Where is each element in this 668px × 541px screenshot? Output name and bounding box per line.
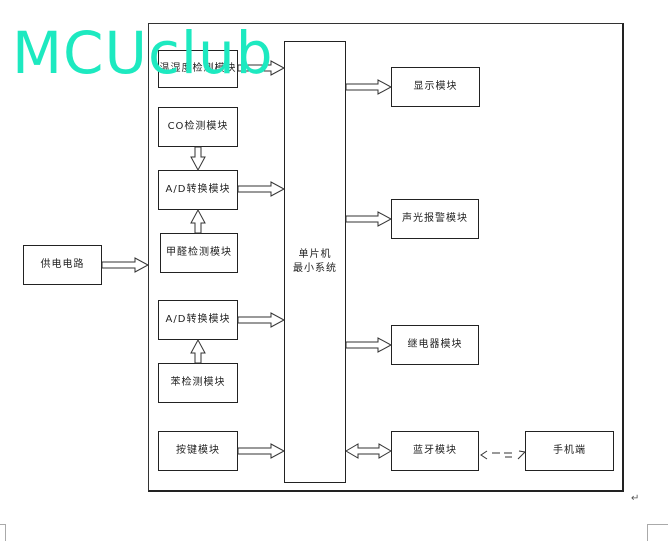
power-supply-circuit-label: 供电电路 xyxy=(40,259,85,270)
formaldehyde-detect-module-label: 甲醛检测模块 xyxy=(166,247,232,258)
benzene-detect-module: 苯检测模块 xyxy=(158,363,238,403)
bluetooth-module-label: 蓝牙模块 xyxy=(413,445,457,456)
arrow-power-to-mcu xyxy=(101,257,150,273)
relay-module-label: 继电器模块 xyxy=(407,339,463,350)
keypad-module-label: 按键模块 xyxy=(176,445,220,456)
page-corner-mark-right xyxy=(647,524,668,541)
ad-convert-module-1-label: A/D转换模块 xyxy=(165,184,231,195)
mcu-minimum-system: 单片机 最小系统 xyxy=(284,41,346,483)
keypad-module: 按键模块 xyxy=(158,431,238,471)
mcu-label-line2: 最小系统 xyxy=(293,263,337,274)
co-detect-module-label: CO检测模块 xyxy=(167,121,229,132)
bluetooth-module: 蓝牙模块 xyxy=(391,431,479,471)
ad-convert-module-2: A/D转换模块 xyxy=(158,300,238,340)
display-module-label: 显示模块 xyxy=(413,81,458,92)
phone-terminal-label: 手机端 xyxy=(553,445,586,456)
phone-terminal: 手机端 xyxy=(525,431,614,471)
alarm-module-label: 声光报警模块 xyxy=(402,213,468,224)
ad-convert-module-1: A/D转换模块 xyxy=(158,170,238,210)
display-module: 显示模块 xyxy=(391,67,480,107)
formaldehyde-detect-module: 甲醛检测模块 xyxy=(160,233,238,273)
temp-humidity-module-label: 温湿度检测模块 xyxy=(159,63,237,74)
alarm-module: 声光报警模块 xyxy=(391,199,479,239)
mcu-label-line1: 单片机 xyxy=(298,249,332,260)
ad-convert-module-2-label: A/D转换模块 xyxy=(165,314,231,325)
relay-module: 继电器模块 xyxy=(391,325,479,365)
co-detect-module: CO检测模块 xyxy=(158,107,238,147)
temp-humidity-module: 温湿度检测模块 xyxy=(158,50,238,88)
benzene-detect-module-label: 苯检测模块 xyxy=(170,377,226,388)
power-supply-circuit: 供电电路 xyxy=(23,245,102,285)
page-corner-mark-left xyxy=(0,524,6,541)
paragraph-mark: ↵ xyxy=(631,493,640,504)
